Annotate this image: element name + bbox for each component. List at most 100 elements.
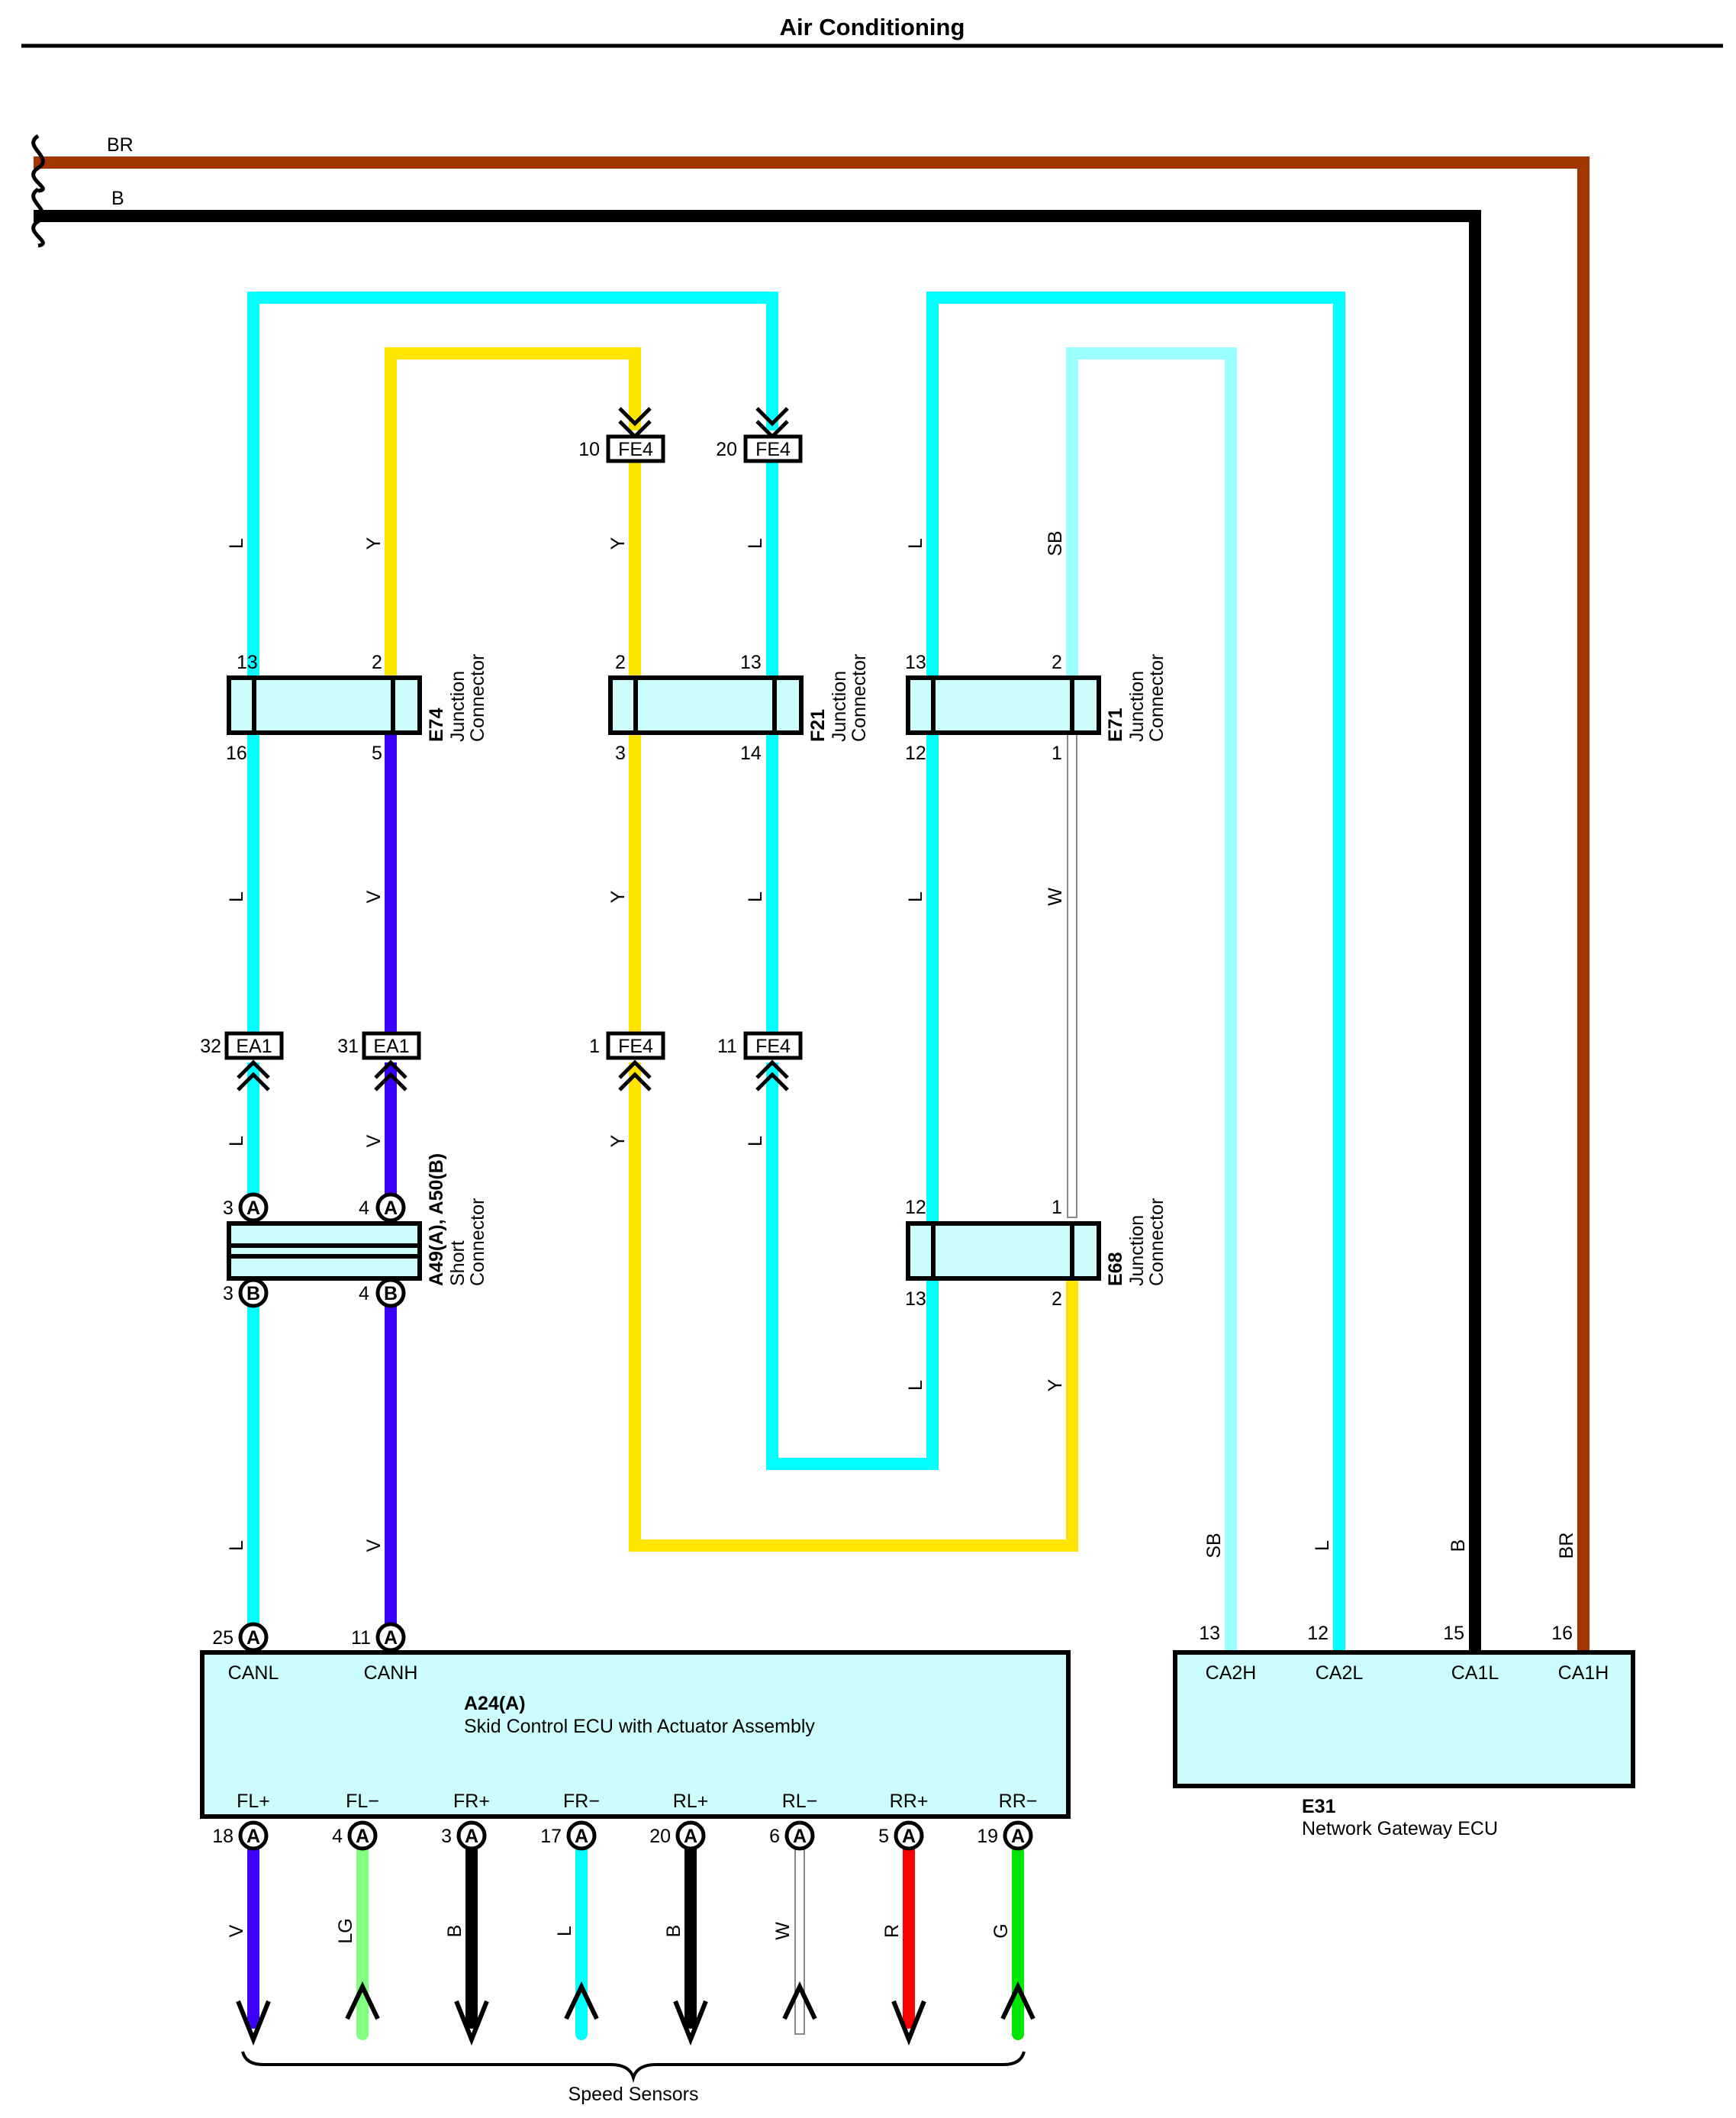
skid-ecu-name: Skid Control ECU with Actuator Assembly — [464, 1716, 815, 1737]
pin-signal: RL− — [782, 1791, 818, 1812]
svg-text:A: A — [246, 1198, 260, 1219]
junction-e74: 13 2 16 5 E74 JunctionConnector — [226, 652, 488, 764]
svg-text:FE4: FE4 — [755, 1036, 791, 1057]
pin-letter: A — [246, 1826, 260, 1847]
svg-text:A49(A), A50(B): A49(A), A50(B) — [426, 1153, 447, 1286]
gateway-ecu-name: Network Gateway ECU — [1302, 1818, 1498, 1839]
svg-text:CANH: CANH — [364, 1662, 418, 1684]
svg-text:4: 4 — [359, 1198, 369, 1219]
svg-text:A: A — [384, 1627, 398, 1649]
arrow-down-icon — [891, 2000, 926, 2046]
junction-e71: 13 2 12 1 E71 JunctionConnector — [905, 652, 1168, 764]
svg-text:2: 2 — [615, 652, 626, 673]
svg-text:A: A — [384, 1198, 398, 1219]
svg-text:B: B — [111, 188, 124, 209]
wire-color-label: L — [554, 1926, 575, 1936]
svg-text:16: 16 — [1551, 1623, 1573, 1644]
pin-circle — [347, 1820, 378, 1851]
pin-circle — [1003, 1820, 1033, 1851]
svg-text:SB: SB — [1203, 1533, 1225, 1558]
pin-number: 6 — [769, 1826, 780, 1847]
pin-signal: FR+ — [453, 1791, 490, 1812]
svg-text:Y: Y — [607, 537, 629, 550]
svg-text:FE4: FE4 — [618, 439, 653, 460]
connector-fe4-1: FE4 1 — [589, 1031, 665, 1091]
network-gateway-ecu: 13 12 15 16 CA2H CA2L CA1L CA1H E31 Netw… — [1173, 1623, 1635, 1839]
svg-text:12: 12 — [905, 743, 926, 764]
svg-text:L: L — [745, 538, 766, 549]
svg-text:L: L — [226, 891, 247, 902]
gateway-ecu-code: E31 — [1302, 1796, 1336, 1817]
pin-number: 4 — [332, 1826, 343, 1847]
svg-text:EA1: EA1 — [373, 1036, 409, 1057]
svg-text:CA2H: CA2H — [1206, 1662, 1257, 1684]
pin-signal: FL+ — [237, 1791, 270, 1812]
svg-text:E74: E74 — [426, 708, 447, 742]
pin-number: 17 — [540, 1826, 562, 1847]
break-mark-b — [31, 187, 45, 248]
svg-text:V: V — [363, 1134, 385, 1147]
svg-text:1: 1 — [1052, 1197, 1062, 1218]
wire-y-loop-top — [385, 347, 641, 678]
svg-text:15: 15 — [1443, 1623, 1464, 1644]
svg-text:V: V — [363, 890, 385, 903]
skid-ecu-bottom-pins: A18FL+VA4FL−LGA3FR+BA17FR−LA20RL+BA6RL−W… — [212, 1791, 1037, 2046]
connector-ea1-32: EA1 32 — [200, 1031, 284, 1091]
svg-text:13: 13 — [1199, 1623, 1220, 1644]
pin-letter: A — [684, 1826, 697, 1847]
pin-circle — [784, 1820, 815, 1851]
svg-text:11: 11 — [351, 1627, 371, 1649]
svg-text:JunctionConnector: JunctionConnector — [829, 654, 870, 742]
svg-text:E68: E68 — [1105, 1252, 1126, 1286]
svg-text:E71: E71 — [1105, 708, 1126, 742]
wire-labels: L L L L Y V V V Y Y Y L L L L L L SB W Y… — [107, 134, 1577, 1559]
pin-circle — [675, 1820, 706, 1851]
svg-text:W: W — [1045, 888, 1066, 906]
svg-text:13: 13 — [237, 652, 258, 673]
svg-text:ShortConnector: ShortConnector — [447, 1198, 488, 1286]
svg-text:L: L — [745, 891, 766, 902]
svg-text:L: L — [226, 1136, 247, 1146]
arrow-up-icon — [782, 1981, 817, 2020]
wire-color-label: B — [444, 1925, 465, 1938]
svg-text:14: 14 — [740, 743, 762, 764]
arrow-up-icon — [564, 1981, 599, 2020]
speed-sensors-label: Speed Sensors — [568, 2084, 699, 2105]
junction-f21: 2 13 3 14 F21 JunctionConnector — [608, 652, 870, 764]
svg-text:L: L — [226, 1540, 247, 1551]
pin-signal: RL+ — [673, 1791, 709, 1812]
pin-letter: A — [1011, 1826, 1025, 1847]
svg-text:Y: Y — [607, 1134, 629, 1147]
svg-text:12: 12 — [905, 1197, 926, 1218]
arrow-down-icon — [673, 2000, 708, 2046]
svg-text:L: L — [905, 891, 926, 902]
speed-sensors-brace — [241, 2051, 1026, 2084]
svg-text:3: 3 — [615, 743, 626, 764]
svg-text:B: B — [246, 1283, 260, 1304]
svg-text:32: 32 — [200, 1036, 221, 1057]
svg-text:CA2L: CA2L — [1316, 1662, 1364, 1684]
wire-sb-gateway-loop — [1066, 347, 1237, 1659]
svg-text:CA1H: CA1H — [1558, 1662, 1609, 1684]
svg-text:5: 5 — [372, 743, 382, 764]
wire-color-label: R — [881, 1924, 903, 1938]
svg-text:L: L — [745, 1136, 766, 1146]
svg-text:1: 1 — [589, 1036, 600, 1057]
pin-signal: RR+ — [890, 1791, 929, 1812]
sensor-wire — [794, 1846, 805, 2035]
wire-color-label: V — [226, 1924, 247, 1937]
svg-text:4: 4 — [359, 1283, 369, 1304]
svg-text:3: 3 — [223, 1198, 234, 1219]
pin-letter: A — [356, 1826, 369, 1847]
wire-l-loop-bottom — [766, 1062, 939, 1470]
pin-circle — [456, 1820, 487, 1851]
arrow-up-icon — [345, 1981, 380, 2020]
wire-color-label: LG — [335, 1918, 356, 1943]
skid-ecu-code: A24(A) — [464, 1693, 526, 1714]
pin-number: 20 — [649, 1826, 671, 1847]
svg-text:BR: BR — [107, 134, 134, 156]
wire-br-supply — [34, 156, 1589, 1659]
svg-text:2: 2 — [1052, 1288, 1062, 1310]
svg-text:12: 12 — [1307, 1623, 1329, 1644]
svg-text:L: L — [905, 1380, 926, 1391]
